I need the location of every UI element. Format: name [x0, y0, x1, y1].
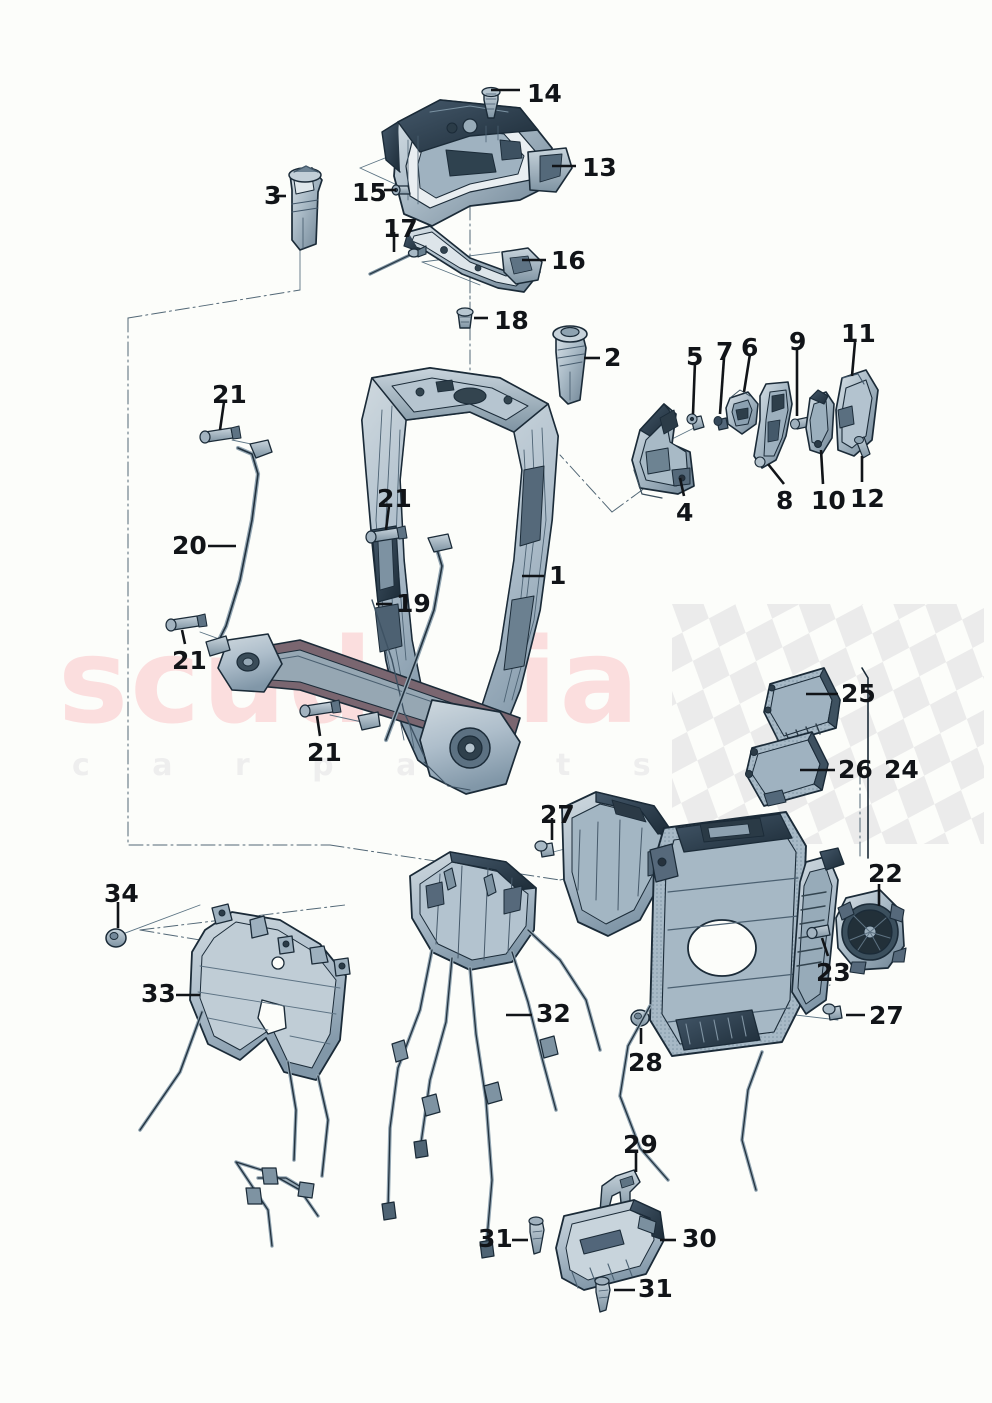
callout-6: 6 — [741, 333, 759, 362]
callout-5: 5 — [686, 342, 704, 371]
callout-25: 25 — [841, 679, 876, 708]
callout-18: 18 — [494, 306, 529, 335]
callout-30: 30 — [682, 1224, 717, 1253]
callout-13: 13 — [582, 153, 617, 182]
callout-21-upper-left: 21 — [212, 380, 247, 409]
callout-3: 3 — [264, 181, 282, 210]
callout-8: 8 — [776, 486, 794, 515]
callout-21-middle: 21 — [377, 484, 412, 513]
callout-20: 20 — [172, 531, 207, 560]
callout-9: 9 — [789, 327, 807, 356]
callout-21-lower-left: 21 — [172, 646, 207, 675]
callout-14: 14 — [527, 79, 562, 108]
callout-22: 22 — [868, 859, 903, 888]
callout-33: 33 — [141, 979, 176, 1008]
callout-31-lower: 31 — [638, 1274, 673, 1303]
callout-29: 29 — [623, 1130, 658, 1159]
callout-16: 16 — [551, 246, 586, 275]
callout-10: 10 — [811, 486, 846, 515]
callout-4: 4 — [676, 498, 694, 527]
callout-27-upper: 27 — [540, 800, 575, 829]
callout-15: 15 — [352, 178, 387, 207]
callout-34: 34 — [104, 879, 139, 908]
callout-21-lower-mid: 21 — [307, 738, 342, 767]
callout-12: 12 — [850, 484, 885, 513]
callout-11: 11 — [841, 319, 876, 348]
callout-32: 32 — [536, 999, 571, 1028]
callout-1: 1 — [549, 561, 567, 590]
callout-17: 17 — [383, 214, 418, 243]
callout-26: 26 — [838, 755, 873, 784]
callout-24: 24 — [884, 755, 919, 784]
callout-2: 2 — [604, 343, 622, 372]
callout-28: 28 — [628, 1048, 663, 1077]
callout-31-left: 31 — [478, 1224, 513, 1253]
callout-19: 19 — [396, 589, 431, 618]
callout-7: 7 — [716, 337, 734, 366]
callout-27-lower: 27 — [869, 1001, 904, 1030]
callout-23: 23 — [816, 958, 851, 987]
